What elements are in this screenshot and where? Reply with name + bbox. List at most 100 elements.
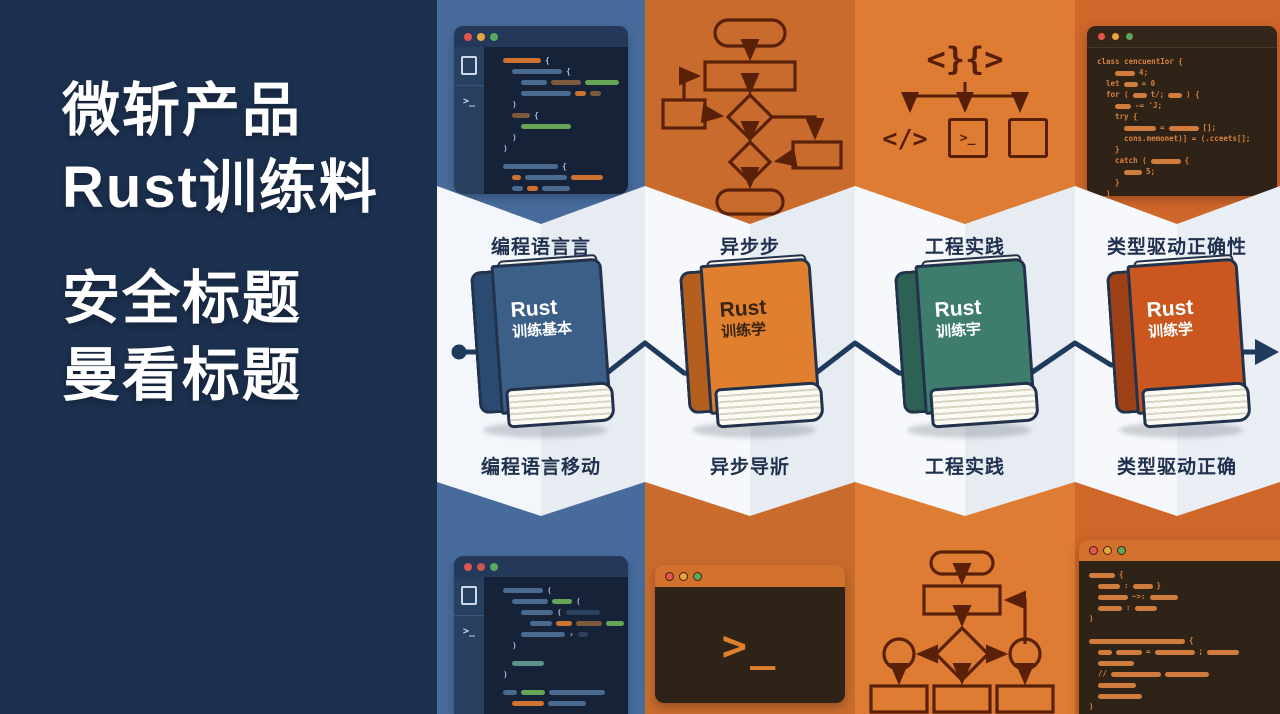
code-bar xyxy=(527,186,538,191)
code-bar xyxy=(521,80,547,85)
code-token: › xyxy=(569,629,574,639)
code-bar xyxy=(521,91,571,96)
code-bar xyxy=(512,661,544,666)
code-bar xyxy=(1089,572,1115,578)
book-pages xyxy=(714,381,825,429)
code-token: cons.memonet)] = (.cceets[]; xyxy=(1124,134,1251,144)
code-line: // xyxy=(1089,669,1275,679)
code-line: ) xyxy=(1097,189,1267,196)
code-line: ( xyxy=(494,608,618,617)
code-line xyxy=(494,699,618,708)
code-token: } xyxy=(1115,145,1120,155)
code-token: ) xyxy=(512,640,517,650)
code-token: } xyxy=(1115,178,1120,188)
code-line: ( xyxy=(494,586,618,595)
code-bar xyxy=(1168,125,1199,131)
code-line xyxy=(494,652,618,657)
code-token: ) xyxy=(512,132,517,142)
code-bar xyxy=(530,621,552,626)
code-bar xyxy=(571,175,603,180)
book-2: Rust 训练学 xyxy=(678,253,825,438)
code-token: { xyxy=(1189,636,1194,646)
code-line: 5; xyxy=(1097,167,1267,177)
code-line: for (t/;) { xyxy=(1097,90,1267,100)
code-bar xyxy=(1098,583,1120,589)
code-bar xyxy=(1098,693,1142,699)
code-token: try { xyxy=(1115,112,1138,122)
code-line: :} xyxy=(1089,581,1275,591)
code-line: { xyxy=(1089,636,1275,646)
hero-line-3: 安全标题 xyxy=(62,266,303,332)
terminal-box-icon: >_ xyxy=(947,118,988,158)
code-token: = xyxy=(1146,647,1151,657)
code-token: ~>: xyxy=(1132,592,1146,602)
book-pages xyxy=(505,381,616,429)
code-line xyxy=(494,688,618,697)
close-window-icon xyxy=(1097,32,1106,41)
sidebar-divider xyxy=(454,615,484,616)
code-line xyxy=(1089,625,1275,635)
window-titlebar xyxy=(1079,540,1280,561)
code-bar xyxy=(576,621,602,626)
hero-panel: 微斩产品 Rust训练料 安全标题 曼看标题 xyxy=(0,0,437,714)
code-token: { xyxy=(534,110,539,120)
code-token: ( xyxy=(557,607,562,617)
editor-sidebar: >_ xyxy=(454,47,484,194)
code-bar xyxy=(1115,103,1131,109)
minimize-window-icon xyxy=(1103,546,1112,555)
stage-3-bottom-label: 工程实践 xyxy=(924,457,1005,478)
flowchart-bottom-icon xyxy=(869,550,1055,714)
stage-3-top-label: 工程实践 xyxy=(924,237,1005,258)
timeline-band: 编程语言言 异步步 工程实践 类型驱动正确性 编程语言移动 异步导斨 工程实践 … xyxy=(437,186,1280,516)
book-1: Rust 训练基本 xyxy=(469,253,616,438)
terminal-prompt-icon: >_ xyxy=(462,626,476,637)
code-line: ) xyxy=(494,100,618,109)
timeline-arrow-icon xyxy=(1255,339,1279,365)
stage-1-bottom-label: 编程语言移动 xyxy=(480,457,601,478)
code-bar xyxy=(512,69,562,74)
code-token: = xyxy=(1160,123,1165,133)
stage-1-top-label: 编程语言言 xyxy=(490,237,591,258)
book-pages xyxy=(929,381,1040,429)
code-token: ( xyxy=(547,585,552,595)
code-bar xyxy=(512,599,548,604)
code-bar xyxy=(542,186,570,191)
code-line xyxy=(1089,658,1275,668)
code-token: -= 'J; xyxy=(1135,101,1163,111)
code-bar xyxy=(551,80,581,85)
book-4: Rust 训练学 xyxy=(1105,253,1252,438)
code-bar xyxy=(1124,125,1156,131)
maximize-window-icon xyxy=(693,571,702,581)
code-bar xyxy=(503,588,543,593)
code-editor-window-bottom-left: >_ (((›)) xyxy=(454,556,628,714)
book-subtitle: 训练学 xyxy=(1147,321,1194,342)
book-subtitle: 训练学 xyxy=(720,321,767,342)
code-token: for ( xyxy=(1106,90,1129,100)
book-pages xyxy=(1141,381,1252,429)
code-bar xyxy=(1111,671,1162,677)
code-token: let xyxy=(1106,79,1120,89)
code-line: =[]; xyxy=(1097,123,1267,133)
code-bar xyxy=(503,58,541,63)
code-editor-window-bottom-right: {:}~>::){=;//)A {//) xyxy=(1079,540,1280,714)
code-token: { xyxy=(1184,156,1190,166)
code-token: // xyxy=(1098,669,1108,679)
code-token: : xyxy=(1124,581,1129,591)
code-line: { xyxy=(1089,570,1275,580)
code-lines: (((›)) xyxy=(484,577,628,714)
code-line: ) xyxy=(494,133,618,142)
code-line: } xyxy=(1097,178,1267,188)
code-line: { xyxy=(494,111,618,120)
code-line: { xyxy=(494,56,618,65)
code-line: class cencuentIor { xyxy=(1097,57,1267,67)
code-bar xyxy=(577,632,588,637)
symbols-block: <}{> </> >_ xyxy=(855,0,1075,215)
code-line: { xyxy=(494,162,618,171)
code-line: › xyxy=(494,630,618,639)
code-bar xyxy=(503,164,558,169)
code-line: } xyxy=(1097,145,1267,155)
code-line: ( xyxy=(494,597,618,606)
code-line: cons.memonet)] = (.cceets[]; xyxy=(1097,134,1267,144)
symbols-connector-lines xyxy=(901,82,1029,113)
window-titlebar xyxy=(655,565,845,587)
